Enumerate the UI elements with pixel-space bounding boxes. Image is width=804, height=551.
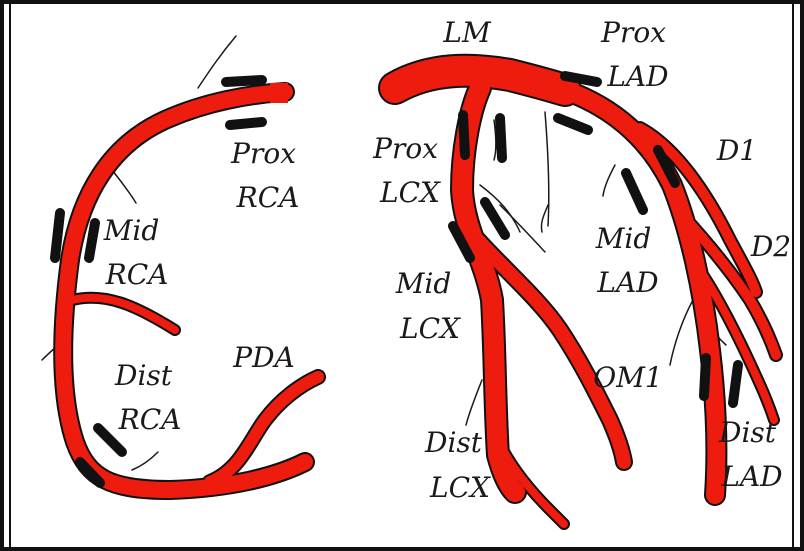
label-dist-rca: Dist RCA	[114, 359, 181, 436]
label-mid-rca: Mid RCA	[103, 214, 169, 291]
prox-lcx-marker-left	[463, 115, 465, 155]
dist-lad-marker-right	[733, 365, 738, 403]
prox-lcx-marker-right	[500, 118, 502, 158]
prox-lad-marker-upper	[565, 76, 597, 82]
label-d2: D2	[750, 230, 791, 263]
mid-lad-marker-lower	[626, 173, 643, 210]
prox-rca-marker-lower	[230, 122, 262, 125]
label-lm: LM	[442, 16, 492, 49]
lcx-distal-twig	[466, 380, 482, 425]
lad-distal-twig	[670, 300, 693, 365]
label-om1: OM1	[593, 361, 662, 394]
label-prox-rca: Prox RCA	[230, 137, 305, 214]
label-dist-lad: Dist LAD	[718, 416, 785, 493]
label-pda: PDA	[232, 341, 295, 374]
label-dist-lcx: Dist LCX	[424, 426, 491, 504]
rca-ostium-stub	[270, 83, 288, 103]
mid-rca-marker-right	[89, 223, 95, 258]
prox-rca-marker-upper	[226, 80, 262, 82]
label-prox-lad: Prox LAD	[600, 16, 675, 93]
dist-lad-marker-left	[704, 358, 706, 396]
label-mid-lcx: Mid LCX	[395, 267, 461, 345]
lad-septal-twig-fork	[541, 205, 548, 232]
mid-rca-marker-left	[55, 213, 60, 258]
rca-small-twig	[112, 170, 136, 203]
label-d1: D1	[716, 134, 757, 167]
label-prox-lcx: Prox LCX	[372, 132, 447, 209]
rca-bottom-twig	[132, 452, 158, 470]
label-mid-lad: Mid LAD	[595, 222, 660, 299]
prox-lad-marker-lower	[558, 118, 588, 130]
lad-diagonal-twig	[603, 165, 615, 196]
